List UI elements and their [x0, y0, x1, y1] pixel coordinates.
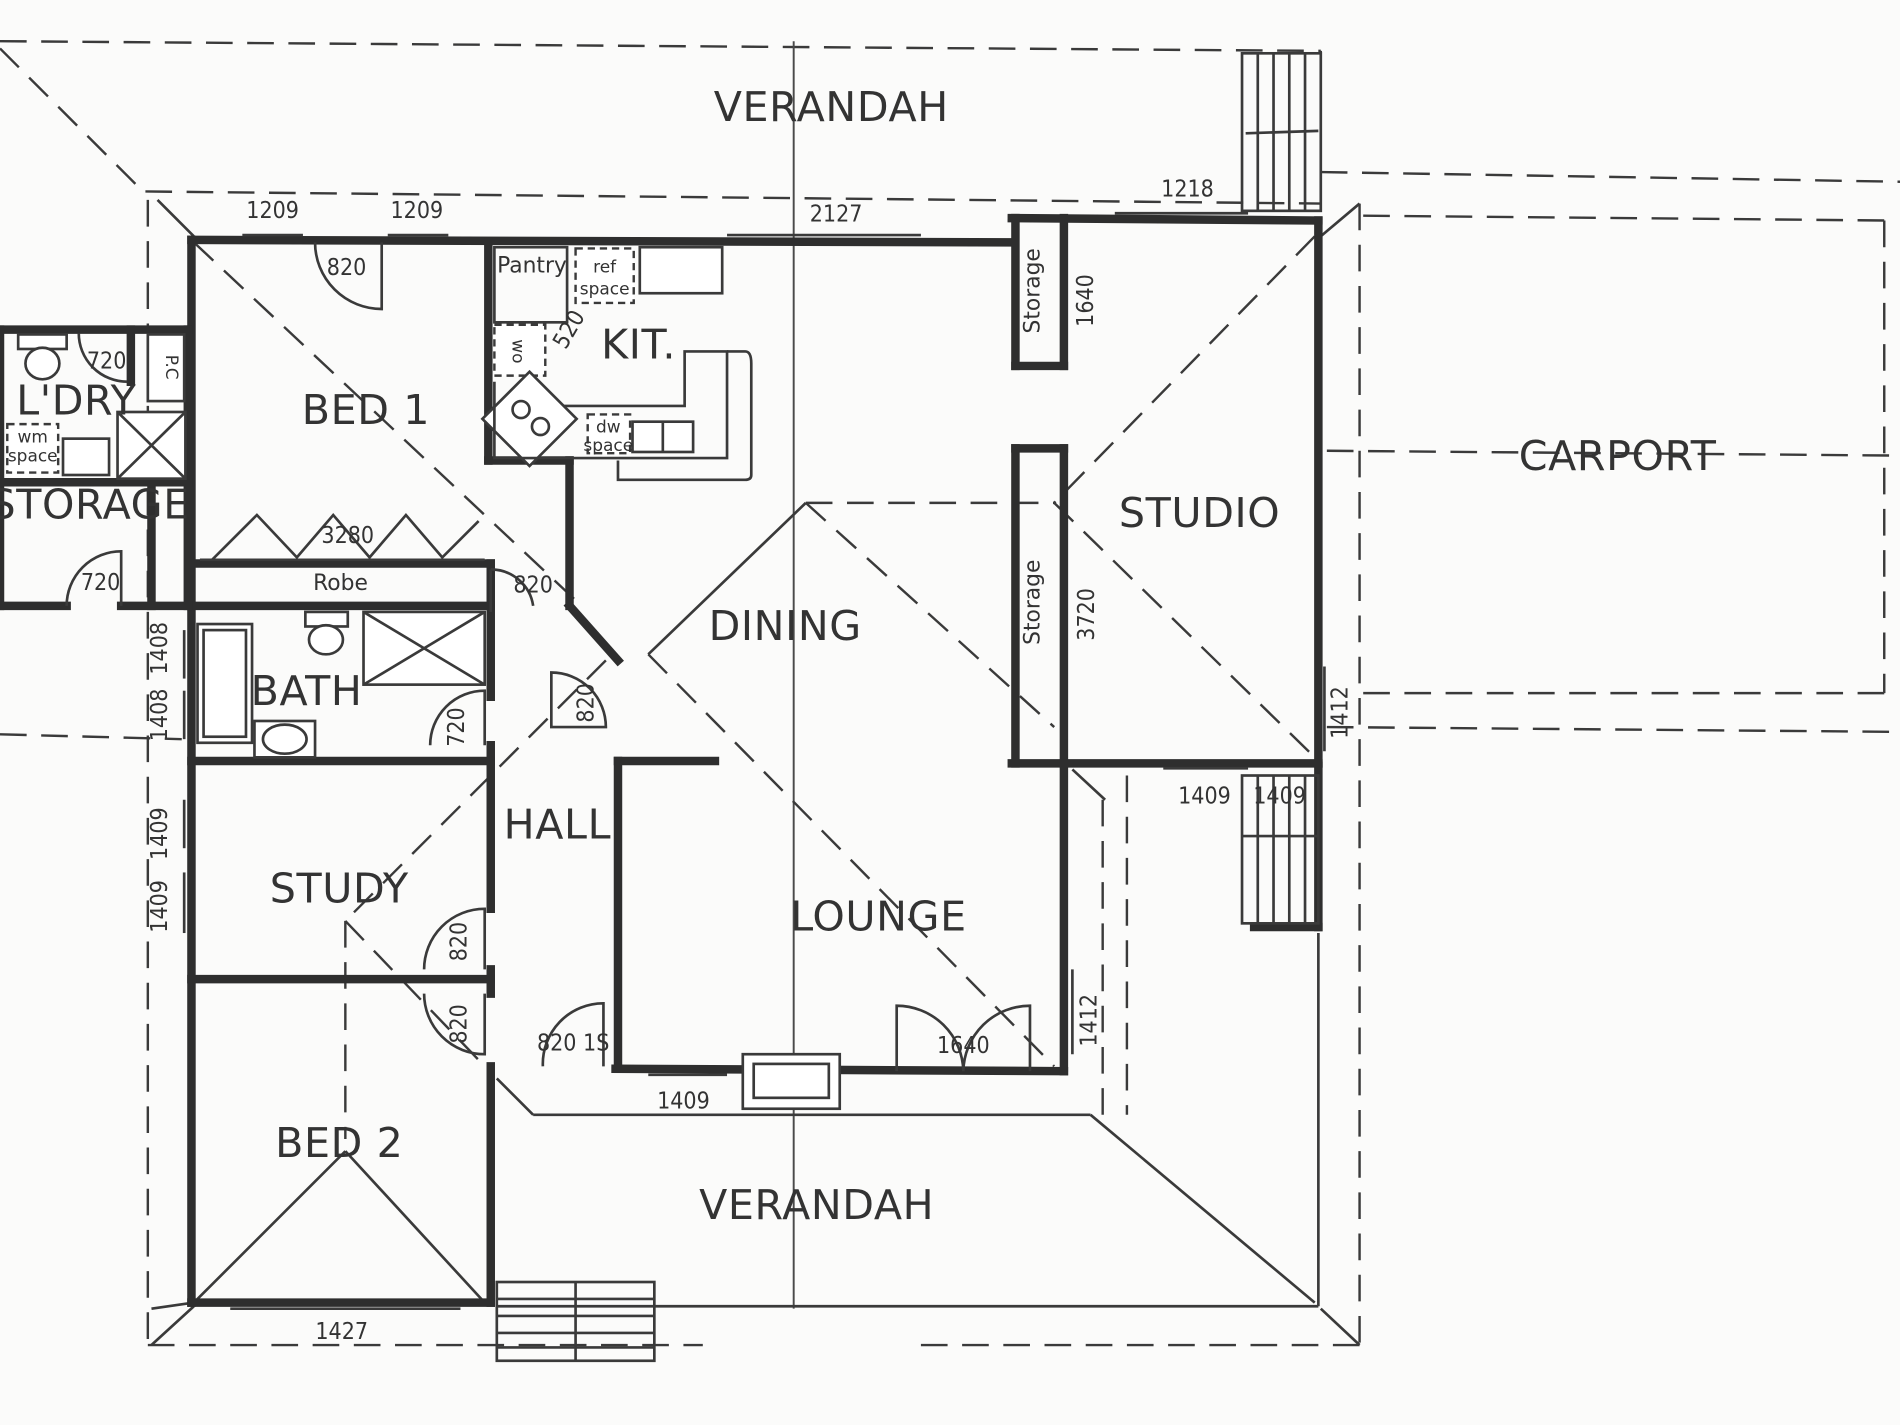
dim-1218: 1218 — [1161, 176, 1214, 202]
window-marks — [182, 211, 1326, 1311]
label-storage-left: STORAGE — [0, 481, 190, 529]
label-wm-space-2: space — [8, 446, 58, 466]
label-dw-space-2: space — [583, 435, 633, 455]
stairs-bottom — [495, 1280, 656, 1363]
dim-1412-lounge: 1412 — [1077, 994, 1103, 1047]
dim-3720-storage: 3720 — [1074, 588, 1100, 641]
stairs-right — [1240, 774, 1320, 925]
walls — [0, 213, 1323, 1308]
dimension-labels: 1209 1209 2127 1218 820 720 520 1640 328… — [81, 176, 1354, 1345]
dim-1409-a: 1409 — [1178, 783, 1231, 809]
dim-820-hall-top: 820 — [513, 573, 553, 599]
label-robe: Robe — [313, 571, 368, 596]
label-storage-upper: Storage — [1021, 248, 1046, 333]
dim-1209-a: 1209 — [246, 198, 299, 224]
label-dining: DINING — [709, 602, 862, 650]
dim-1640-storage: 1640 — [1073, 274, 1099, 327]
dim-520-kitchen: 520 — [548, 306, 590, 353]
label-verandah-top: VERANDAH — [714, 83, 949, 131]
dim-1409-study-b: 1409 — [147, 880, 173, 933]
label-dw-space-1: dw — [596, 417, 621, 437]
dim-720-storage: 720 — [81, 570, 121, 596]
label-carport: CARPORT — [1519, 432, 1717, 480]
label-wall-oven: wo — [509, 339, 529, 363]
dim-720-laundry: 720 — [87, 348, 127, 374]
dim-1209-b: 1209 — [390, 198, 443, 224]
fixtures — [6, 245, 842, 1111]
dim-3280-robe: 3280 — [321, 523, 374, 549]
dim-820-hall: 820 — [574, 683, 600, 723]
dim-1409-bottom: 1409 — [657, 1089, 710, 1115]
dim-1408-b: 1408 — [147, 689, 173, 742]
label-pantry: Pantry — [497, 254, 567, 279]
stairs-top-right — [1240, 51, 1323, 213]
dim-1640-lounge: 1640 — [937, 1033, 990, 1059]
label-studio: STUDIO — [1119, 489, 1280, 537]
dim-2127: 2127 — [810, 202, 863, 228]
room-labels: VERANDAH CARPORT BED 1 KIT. L'DRY STORAG… — [0, 83, 1717, 1229]
dim-1412-studio: 1412 — [1327, 686, 1353, 739]
label-study: STUDY — [270, 865, 409, 913]
label-bed2: BED 2 — [275, 1119, 403, 1167]
label-verandah-bottom: VERANDAH — [699, 1181, 934, 1229]
dim-720-bath: 720 — [444, 707, 470, 747]
dim-820-study: 820 — [447, 922, 473, 962]
label-bed1: BED 1 — [302, 386, 430, 434]
label-hall: HALL — [504, 801, 611, 849]
hip-lines — [150, 198, 1361, 1347]
label-bath: BATH — [251, 667, 363, 715]
fixture-labels: Pantry ref space wo dw space wm space P.… — [8, 248, 1046, 645]
dim-820-bed1: 820 — [327, 255, 367, 281]
label-ref-space-2: space — [580, 278, 630, 298]
label-pc: P.C — [162, 355, 182, 380]
dim-1409-study-a: 1409 — [147, 807, 173, 860]
label-laundry: L'DRY — [16, 376, 136, 424]
dim-1427: 1427 — [315, 1319, 368, 1345]
label-wm-space-1: wm — [18, 426, 48, 446]
label-storage-lower: Storage — [1021, 560, 1046, 645]
label-kitchen: KIT. — [601, 321, 676, 369]
door-swings — [65, 242, 1032, 1072]
label-ref-space-1: ref — [593, 257, 617, 277]
dim-820-1s: 820 1S — [537, 1031, 609, 1057]
dim-1408-a: 1408 — [147, 622, 173, 675]
dim-1409-b: 1409 — [1253, 783, 1306, 809]
label-lounge: LOUNGE — [790, 893, 966, 941]
dim-820-bed2: 820 — [447, 1004, 473, 1044]
